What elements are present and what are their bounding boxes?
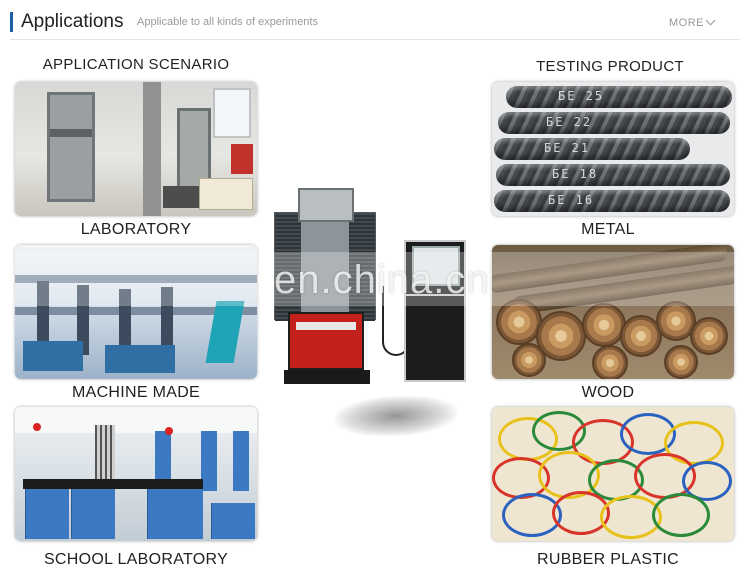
rubber-plastic-image[interactable] (492, 407, 734, 541)
section-subtitle: Applicable to all kinds of experiments (137, 16, 318, 28)
left-column-title: APPLICATION SCENARIO (42, 56, 230, 73)
metal-label: METAL (581, 221, 635, 238)
more-link[interactable]: MORE (669, 15, 716, 29)
machine-made-image[interactable] (15, 245, 257, 379)
right-column-title: TESTING PRODUCT (536, 58, 684, 75)
wood-image[interactable] (492, 245, 734, 379)
metal-image[interactable]: БЕ 25 БЕ 22 БЕ 21 БЕ 18 БЕ 16 (492, 82, 734, 216)
header-divider (10, 39, 740, 40)
watermark-band (0, 252, 750, 306)
more-label: MORE (669, 17, 704, 29)
section-title: Applications (21, 11, 124, 32)
machine-made-label: MACHINE MADE (71, 384, 201, 401)
rubber-plastic-label: RUBBER PLASTIC (536, 551, 679, 568)
school-laboratory-label: SCHOOL LABORATORY (43, 551, 229, 568)
laboratory-label: LABORATORY (80, 221, 192, 238)
wood-label: WOOD (581, 384, 635, 401)
header-accent-bar (10, 12, 13, 32)
section-header: Applications Applicable to all kinds of … (0, 0, 750, 44)
testing-machine-image (270, 182, 480, 436)
school-laboratory-image[interactable] (15, 407, 257, 541)
chevron-down-icon (705, 15, 716, 26)
laboratory-image[interactable] (15, 82, 257, 216)
watermark-text: en.china.cn (274, 258, 490, 302)
